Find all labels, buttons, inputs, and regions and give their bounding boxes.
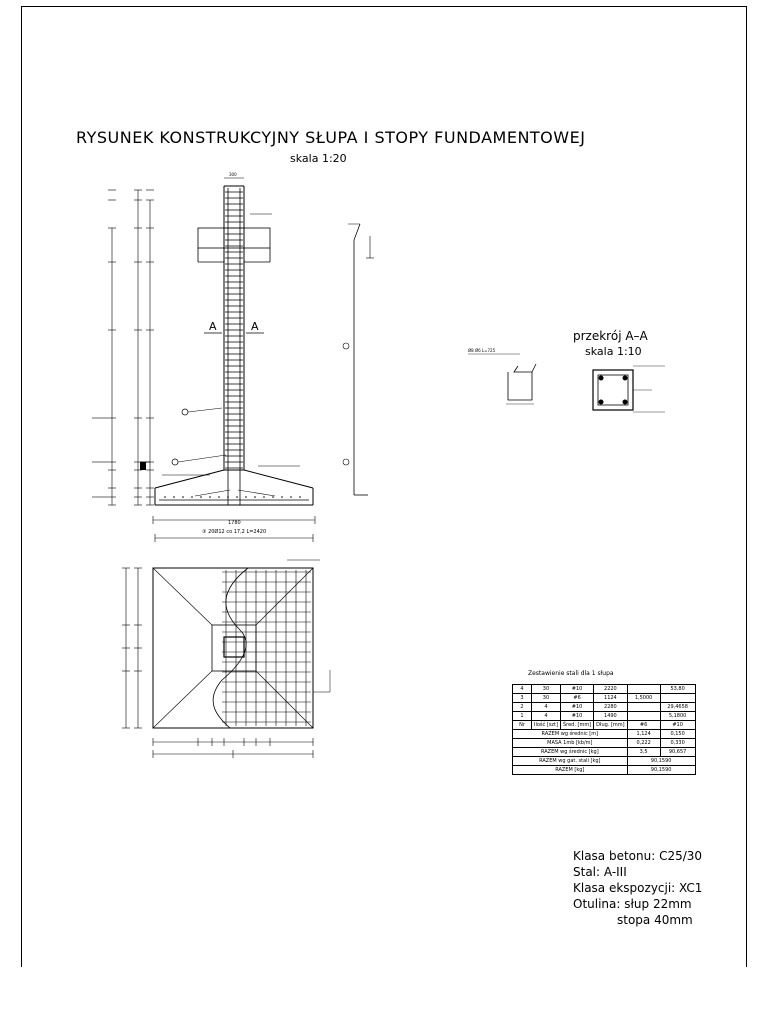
table-cell: 1,124 xyxy=(626,729,661,739)
table-cell: Ilość [szt] xyxy=(531,720,561,730)
table-cell: 29,4658 xyxy=(659,702,696,712)
footing-plan xyxy=(125,559,331,755)
table-cell: RAZEM wg średnic [m] xyxy=(512,729,628,739)
stirrup-callout: Ø8 Ø6 L=725 xyxy=(468,348,496,353)
table-cell: 2 xyxy=(512,702,532,712)
table-cell: 3,5 xyxy=(626,747,661,757)
table-cell: MASA 1mb [kb/m] xyxy=(512,738,628,748)
table-cell: 30 xyxy=(531,693,561,703)
table-cell: 90,1590 xyxy=(626,765,696,775)
table-cell: RAZEM [kg] xyxy=(512,765,628,775)
table-cell: Śred. [mm] xyxy=(559,720,595,730)
table-cell: 53,80 xyxy=(659,684,696,694)
stirrup-shape xyxy=(468,353,537,405)
table-cell: 4 xyxy=(531,711,561,721)
drawing-scale: skala 1:20 xyxy=(290,152,347,165)
table-row: RAZEM wg gat. stali [kg]90,1590 xyxy=(512,756,696,766)
note-exposure: Klasa ekspozycji: XC1 xyxy=(573,881,703,895)
table-cell: 4 xyxy=(512,684,532,694)
table-cell: 1124 xyxy=(593,693,628,703)
note-cover-footing: stopa 40mm xyxy=(617,913,693,927)
table-cell: 1490 xyxy=(593,711,628,721)
column-width-label: 300 xyxy=(229,172,237,177)
table-cell: 90,1590 xyxy=(626,756,696,766)
section-marker-left: A xyxy=(209,320,217,333)
table-cell: 0,330 xyxy=(659,738,696,748)
table-cell: #6 xyxy=(559,693,595,703)
table-cell xyxy=(659,693,696,703)
footing-width-label: 1780 xyxy=(228,520,241,526)
section-scale: skala 1:10 xyxy=(585,345,642,358)
table-cell: Dług. [mm] xyxy=(593,720,628,730)
table-cell xyxy=(626,684,661,694)
drawing-frame xyxy=(21,6,747,967)
section-title: przekrój A–A xyxy=(573,329,648,343)
column-elevation: A A xyxy=(171,177,272,505)
steel-table-caption: Zestawienie stali dla 1 słupa xyxy=(528,670,614,677)
table-cell: #10 xyxy=(559,711,595,721)
bottom-rebar-label: ③ 20Ø12 co 17,2 L=2420 xyxy=(202,528,266,535)
table-cell: #10 xyxy=(559,684,595,694)
table-cell: 2220 xyxy=(593,684,628,694)
table-cell xyxy=(626,711,661,721)
section-a-a xyxy=(592,365,665,413)
table-cell: 0,150 xyxy=(659,729,696,739)
table-cell: #6 xyxy=(626,720,661,730)
table-cell: 3 xyxy=(512,693,532,703)
footing-elevation xyxy=(140,461,316,542)
table-cell: #10 xyxy=(659,720,696,730)
table-cell xyxy=(626,702,661,712)
note-concrete: Klasa betonu: C25/30 xyxy=(573,849,703,863)
note-steel: Stal: A-III xyxy=(573,865,627,879)
table-cell: 1 xyxy=(512,711,532,721)
table-cell: 5,1800 xyxy=(659,711,696,721)
table-cell: 1,5000 xyxy=(626,693,661,703)
table-cell: RAZEM wg gat. stali [kg] xyxy=(512,756,628,766)
table-row: RAZEM [kg]90,1590 xyxy=(512,765,696,775)
table-cell: RAZEM wg średnic [kg] xyxy=(512,747,628,757)
table-cell: 30 xyxy=(531,684,561,694)
table-cell: 4 xyxy=(531,702,561,712)
table-cell: Nr xyxy=(512,720,532,730)
table-cell: 90,657 xyxy=(659,747,696,757)
table-cell: #10 xyxy=(559,702,595,712)
table-cell: 0,222 xyxy=(626,738,661,748)
general-notes: Klasa betonu: C25/30 Stal: A-III Klasa e… xyxy=(573,848,702,928)
note-cover-column: Otulina: słup 22mm xyxy=(573,897,692,911)
left-dimension-chains xyxy=(92,189,154,506)
section-marker-right: A xyxy=(251,320,259,333)
rebar-shape-drawing xyxy=(342,223,374,496)
table-cell: 2280 xyxy=(593,702,628,712)
